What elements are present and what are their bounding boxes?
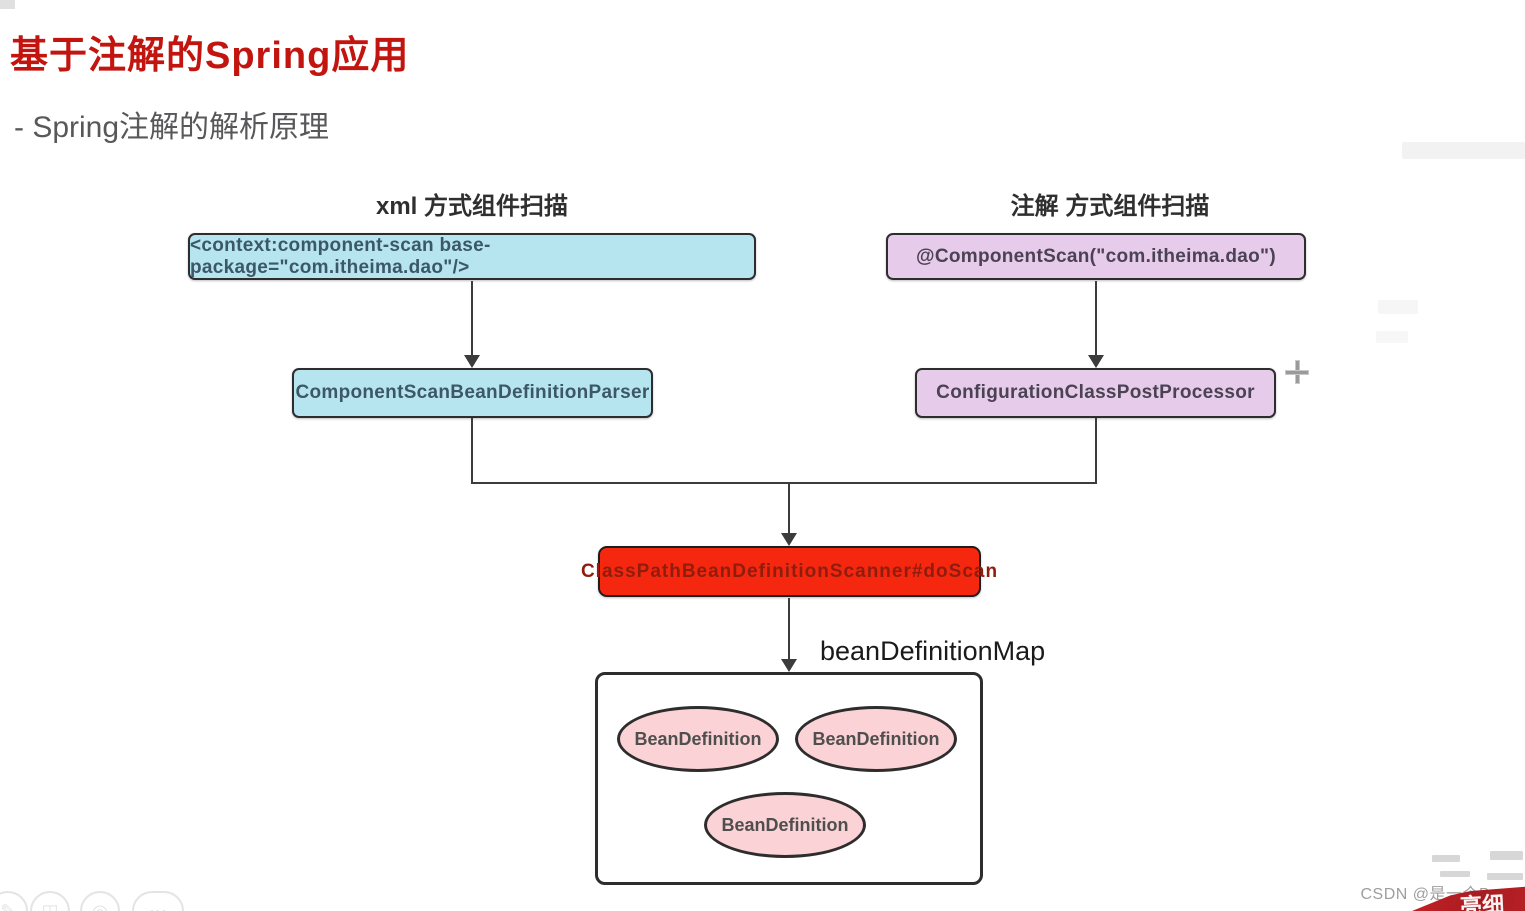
arrow-head-scanner <box>781 533 797 546</box>
merge-line-left <box>471 418 473 484</box>
xml-component-scan-box: <context:component-scan base-package="co… <box>188 233 756 280</box>
xml-branch-label: xml 方式组件扫描 <box>375 193 569 220</box>
artifact-bar <box>1376 331 1408 343</box>
artifact-bar <box>1402 142 1525 159</box>
class-path-bean-definition-scanner-box: ClassPathBeanDefinitionScanner#doScan <box>581 546 997 597</box>
merge-line-right <box>1095 418 1097 484</box>
configuration-class-post-processor-box: ConfigurationClassPostProcessor <box>915 368 1276 418</box>
bean-definition-ellipse: BeanDefinition <box>704 792 866 858</box>
record-tool-icon[interactable]: ◎ <box>80 891 120 911</box>
artifact-dash <box>1490 851 1523 860</box>
corner-artifact <box>0 0 15 9</box>
arrow-line-annotation <box>1095 281 1097 355</box>
shapes-tool-icon[interactable]: ◫ <box>30 891 70 911</box>
bean-definition-ellipse: BeanDefinition <box>795 706 957 772</box>
bean-definition-map-label: beanDefinitionMap <box>820 636 1046 666</box>
artifact-dash <box>1432 855 1460 862</box>
annotation-branch-label: 注解 方式组件扫描 <box>1010 193 1210 220</box>
artifact-bar <box>1378 300 1418 314</box>
arrow-line-map <box>788 598 790 660</box>
arrow-head-map <box>781 659 797 672</box>
artifact-dash <box>1440 871 1470 877</box>
arrow-line-xml <box>471 281 473 355</box>
more-tool-icon[interactable]: ⋯ <box>132 891 184 911</box>
page-subtitle: - Spring注解的解析原理 <box>14 111 330 144</box>
merge-line-horizontal <box>471 482 1097 484</box>
artifact-dash <box>1487 873 1523 880</box>
pen-tool-icon[interactable]: ✎ <box>0 891 28 911</box>
plus-cursor-icon <box>1285 360 1309 384</box>
component-scan-bean-definition-parser-box: ComponentScanBeanDefinitionParser <box>292 368 653 418</box>
page-title: 基于注解的Spring应用 <box>10 35 410 77</box>
annotation-component-scan-box: @ComponentScan("com.itheima.dao") <box>886 233 1306 280</box>
arrow-head-xml <box>464 355 480 368</box>
bean-definition-ellipse: BeanDefinition <box>617 706 779 772</box>
merge-line-center <box>788 484 790 534</box>
arrow-head-annotation <box>1088 355 1104 368</box>
